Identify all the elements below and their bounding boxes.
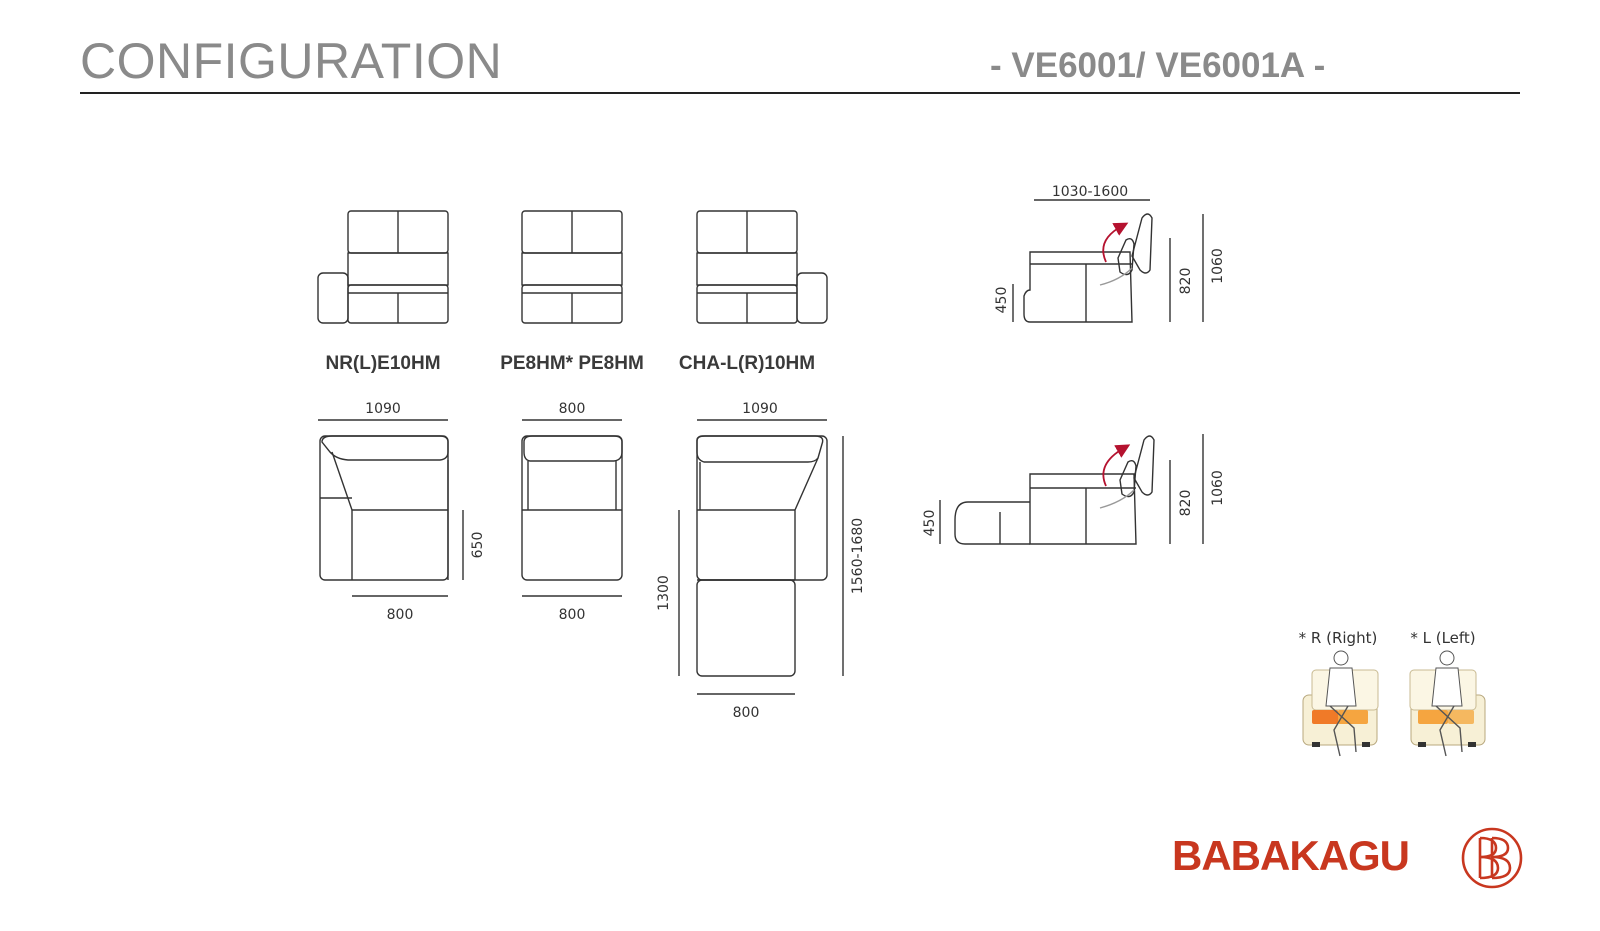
recline-arrows (1102, 222, 1131, 487)
module-2-name: PE8HM* PE8HM (500, 353, 644, 374)
seat-height: 450 (994, 287, 1010, 314)
chaise-headrest-height: 1060 (1210, 470, 1226, 506)
legend-left-label: * L (Left) (1410, 629, 1475, 647)
module-1-width-bottom: 800 (387, 607, 414, 623)
header-divider (80, 92, 1520, 94)
module-1-width-top: 1090 (365, 401, 401, 417)
side-view-chaise (939, 434, 1204, 545)
right-orientation-illustration (1302, 650, 1379, 757)
module-3-seat-length: 1300 (656, 575, 672, 611)
module-3-width-top: 1090 (742, 401, 778, 417)
module-2-width-bottom: 800 (559, 607, 586, 623)
recline-range: 1030-1600 (1052, 184, 1128, 200)
left-orientation-illustration (1409, 650, 1486, 757)
model-range-title: - VE6001/ VE6001A - (990, 46, 1326, 85)
module-3-plan-view (696, 435, 828, 677)
module-3-total-length: 1560-1680 (850, 518, 866, 594)
module-3-front-view (696, 210, 828, 324)
headrest-height: 1060 (1210, 248, 1226, 284)
chaise-seat-height: 450 (922, 510, 938, 537)
module-2-plan-view (521, 435, 623, 581)
page-title: CONFIGURATION (80, 33, 503, 89)
module-3-name: CHA-L(R)10HM (679, 353, 815, 374)
chaise-back-height: 820 (1178, 490, 1194, 517)
module-2-width-top: 800 (559, 401, 586, 417)
side-view-recliner (1012, 199, 1204, 323)
module-1-front-view (317, 210, 449, 324)
module-1-plan-view (319, 435, 449, 581)
module-3-width-bottom: 800 (733, 705, 760, 721)
brand-wordmark: BABAKAGU (1172, 832, 1409, 879)
module-1-depth: 650 (470, 532, 486, 559)
legend-right-label: * R (Right) (1299, 629, 1378, 647)
module-2-front-view (521, 210, 623, 324)
back-height: 820 (1178, 268, 1194, 295)
module-1-name: NR(L)E10HM (325, 353, 440, 374)
brand-logo-icon (1461, 827, 1523, 889)
